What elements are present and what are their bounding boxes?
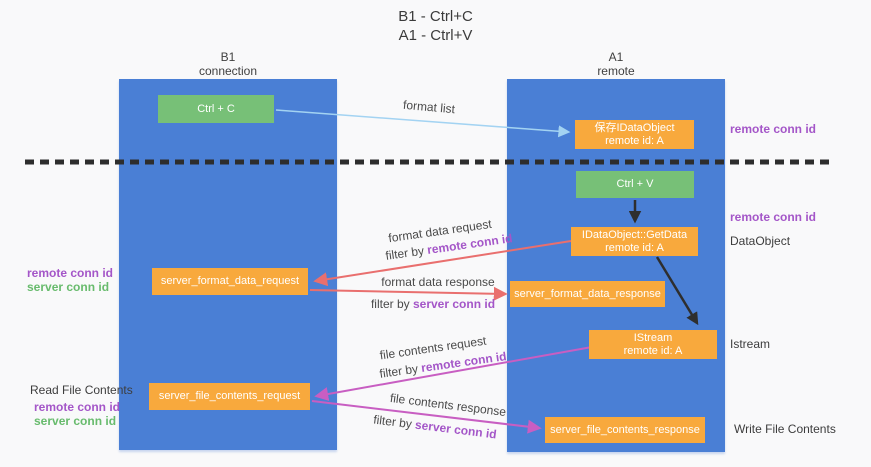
write-file-contents-text: Write File Contents: [734, 422, 836, 436]
dataobject-text: DataObject: [730, 234, 791, 248]
left-column-header: B1 connection: [168, 50, 288, 78]
node-save-dataobject-line2: remote id: A: [605, 134, 664, 147]
title-line-2: A1 - Ctrl+V: [398, 27, 473, 44]
left-label-conn-ids-top: remote conn id server conn id: [27, 266, 113, 294]
node-ctrl-v: Ctrl + V: [576, 171, 694, 198]
arrow-getdata-to-istream: [655, 256, 699, 326]
title-line-1: B1 - Ctrl+C: [398, 8, 473, 25]
node-istream: IStream remote id: A: [589, 330, 717, 359]
node-server-format-data-response: server_format_data_response: [510, 281, 665, 307]
node-istream-line2: remote id: A: [623, 344, 683, 357]
node-save-dataobject: 保存IDataObject remote id: A: [575, 120, 694, 149]
right-label-write-file-contents: Write File Contents: [734, 422, 836, 436]
node-server-file-contents-response-label: server_file_contents_response: [550, 423, 700, 436]
remote-conn-id-text: remote conn id: [27, 266, 114, 280]
node-ctrl-c: Ctrl + C: [158, 95, 274, 123]
right-label-remote-conn-id-top: remote conn id: [730, 122, 816, 136]
server-conn-id-text: server conn id: [412, 297, 496, 311]
edge-label-filter-server-1: filter by server conn id: [371, 297, 495, 311]
arrow-file-contents-response: [311, 400, 542, 434]
edge-label-format-data-response: format data response: [381, 275, 494, 289]
right-column-name: A1: [608, 50, 624, 64]
remote-conn-id-text: remote conn id: [34, 400, 121, 414]
remote-conn-id-text: remote conn id: [730, 122, 817, 136]
node-idataobject-getdata: IDataObject::GetData remote id: A: [571, 227, 698, 256]
server-conn-id-text: server conn id: [27, 280, 110, 294]
format-data-response-text: format data response: [381, 275, 495, 289]
node-ctrl-c-label: Ctrl + C: [197, 102, 235, 115]
filter-by-text: filter by: [370, 297, 413, 311]
remote-conn-id-text: remote conn id: [730, 210, 817, 224]
arrow-format-list: [275, 109, 571, 138]
left-column-name: B1: [220, 50, 236, 64]
left-column-subtitle: connection: [198, 64, 258, 78]
node-getdata-line1: IDataObject::GetData: [581, 228, 688, 241]
istream-text: Istream: [730, 337, 771, 351]
right-column-header: A1 remote: [556, 50, 676, 78]
node-getdata-line2: remote id: A: [605, 241, 664, 254]
node-ctrl-v-label: Ctrl + V: [616, 178, 654, 190]
node-istream-line1: IStream: [633, 331, 673, 344]
read-file-contents-text: Read File Contents: [30, 383, 133, 397]
node-server-format-data-request-label: server_format_data_request: [160, 275, 300, 287]
server-conn-id-text: server conn id: [34, 414, 117, 428]
arrow-format-data-request: [313, 240, 572, 287]
node-server-format-data-request: server_format_data_request: [152, 268, 308, 295]
right-column-subtitle: remote: [597, 64, 635, 78]
left-label-conn-ids-bottom: remote conn id server conn id: [34, 400, 120, 428]
node-server-file-contents-request-label: server_file_contents_request: [158, 390, 301, 402]
node-server-file-contents-response: server_file_contents_response: [545, 417, 705, 443]
node-server-file-contents-request: server_file_contents_request: [149, 383, 310, 410]
node-server-format-data-response-label: server_format_data_response: [514, 287, 661, 300]
left-label-read-file-contents: Read File Contents: [30, 383, 133, 397]
arrow-file-contents-request: [314, 346, 593, 401]
node-save-dataobject-line1: 保存IDataObject: [594, 121, 675, 134]
right-label-dataobject: DataObject: [730, 234, 790, 248]
arrow-format-data-response: [309, 286, 508, 301]
right-label-istream: Istream: [730, 337, 770, 351]
diagram-title: B1 - Ctrl+C A1 - Ctrl+V: [0, 7, 871, 45]
right-label-remote-conn-id-mid: remote conn id: [730, 210, 816, 224]
